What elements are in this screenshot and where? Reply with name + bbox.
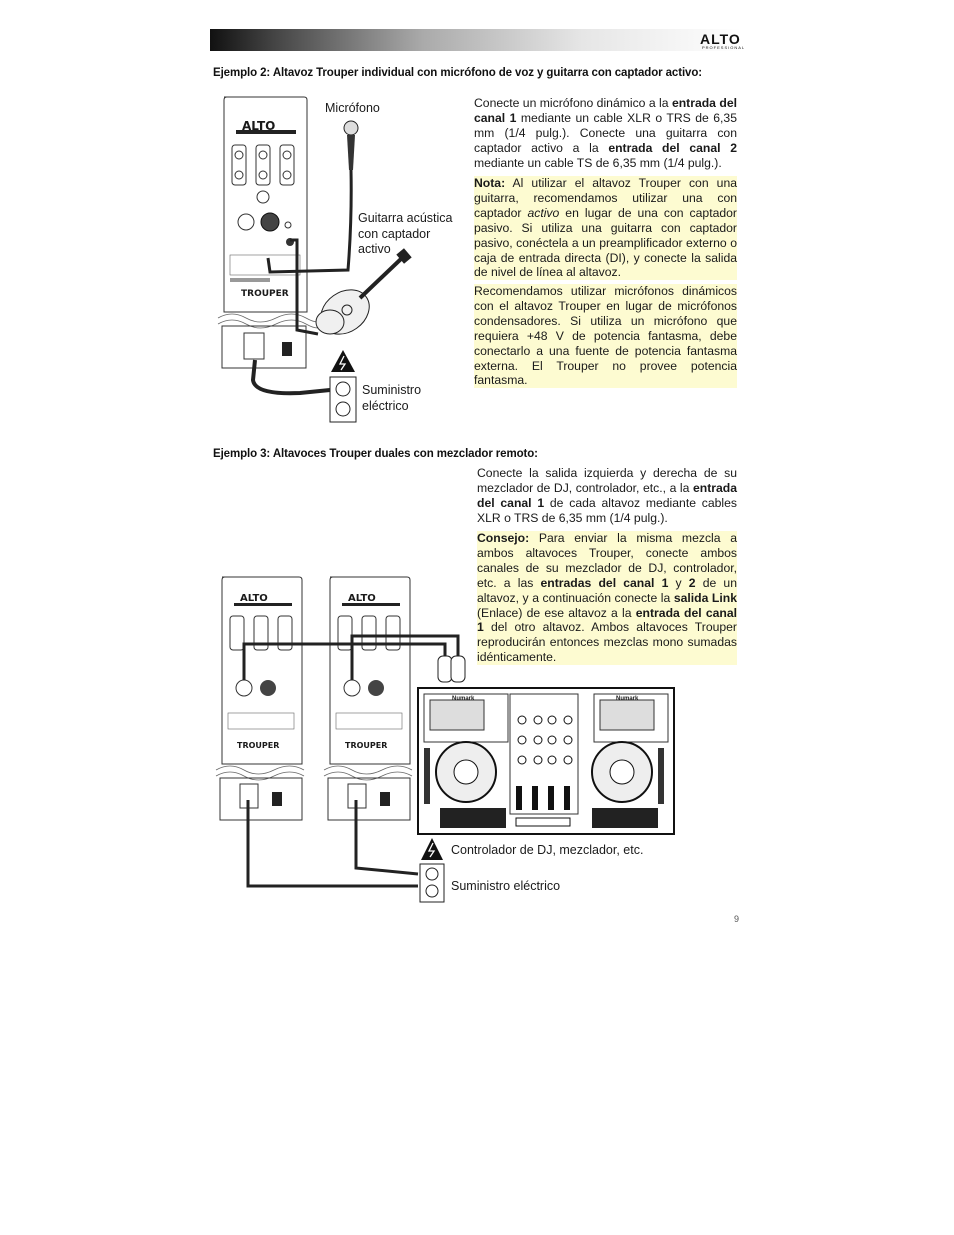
- controller-brand-right: Numark: [616, 696, 639, 702]
- warning-icon: [331, 350, 355, 372]
- power-label-ex2: Suministro eléctrico: [362, 383, 422, 413]
- mic-label: Micrófono: [325, 101, 380, 115]
- power-outlet-icon: [329, 376, 357, 423]
- power-label-ex3: Suministro eléctrico: [451, 879, 561, 893]
- controller-brand: Numark: [452, 696, 475, 702]
- speaker-right-model: TROUPER: [345, 741, 388, 750]
- speaker-1: [217, 96, 327, 369]
- microphone-illustration: [266, 120, 359, 274]
- speaker-left-brand: ALTO: [240, 593, 268, 604]
- guitar-illustration: [290, 238, 412, 336]
- example3-paragraph: Conecte la salida izquierda y derecha de…: [477, 466, 737, 525]
- speaker-model: TROUPER: [241, 289, 289, 299]
- controller-label: Controlador de DJ, mezclador, etc.: [451, 843, 644, 857]
- alto-logo: ALTO: [700, 31, 741, 47]
- speaker-brand: ALTO: [242, 119, 276, 133]
- page-number: 9: [734, 914, 740, 924]
- speaker-right: [323, 576, 413, 821]
- alto-logo-sub: PROFESSIONAL: [702, 45, 746, 50]
- example3-heading: Ejemplo 3: Altavoces Trouper duales con …: [213, 448, 538, 460]
- speaker-left-model: TROUPER: [237, 741, 280, 750]
- speaker-right-brand: ALTO: [348, 593, 376, 604]
- header-gradient-bar: [210, 29, 742, 51]
- power-outlet-icon: [419, 863, 445, 903]
- note-box-2: Recomendamos utilizar micrófonos dinámic…: [474, 284, 737, 389]
- example2-heading: Ejemplo 2: Altavoz Trouper individual co…: [213, 67, 702, 79]
- speaker-left: [215, 576, 305, 821]
- guitar-label: Guitarra acústica con captador activo: [358, 211, 453, 256]
- dj-controller: [417, 687, 675, 835]
- tip-box: Consejo: Para enviar la misma mezcla a a…: [477, 531, 737, 666]
- note-box: Nota: Al utilizar el altavoz Trouper con…: [474, 176, 737, 281]
- example2-paragraph: Conecte un micrófono dinámico a la entra…: [474, 96, 737, 170]
- warning-icon: [421, 838, 443, 860]
